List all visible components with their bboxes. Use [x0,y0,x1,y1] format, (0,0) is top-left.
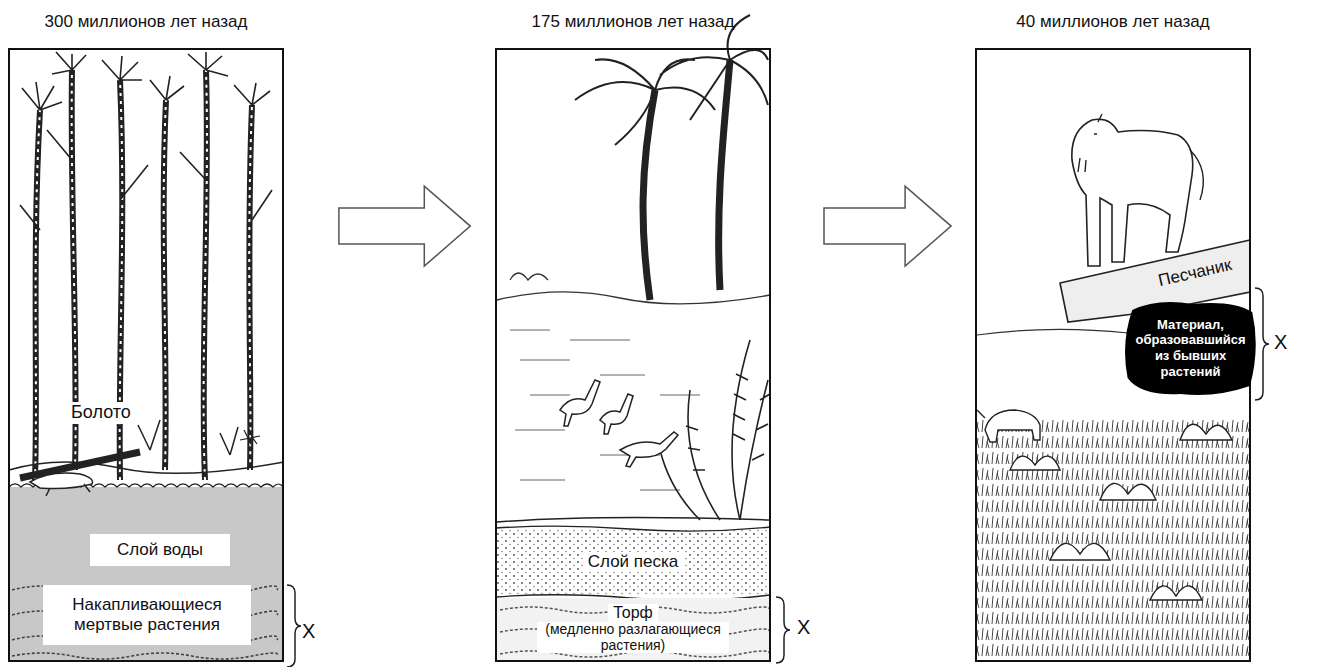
sand-layer: Слой песка [497,528,769,596]
sandstone-rock: Песчаник [1143,247,1247,299]
node-text: Песчаник [1156,255,1233,291]
node-text: 300 миллионов лет назад [0,12,312,32]
bracket-label: X [302,620,315,642]
node-text: Торф [608,604,657,622]
node-subtext: (медленно разлагающиеся растения) [537,622,729,653]
sand-texture [496,528,770,596]
node-text: Материал, образовавшийся из бывших расте… [1132,317,1249,379]
dead-plant-strata [12,586,278,659]
time-panel: 300 миллионов лет назадСлой водыНакаплив… [8,48,284,662]
ferns [660,340,770,520]
block-arrow [824,186,951,266]
water-layer [9,487,283,661]
dragonfly [240,429,260,446]
swamp-ground [9,420,284,473]
layer-label: Накапливающиеся мертвые растения [43,585,251,645]
horizon [977,329,1128,335]
shrubs [1010,424,1232,600]
ground-line [497,517,770,522]
water-lines [510,330,700,490]
bracket-label: X [797,616,810,638]
palm-fronds [575,15,768,145]
bracket [1255,288,1269,400]
node-text: 40 миллионов лет назад [947,12,1279,32]
block-arrow [339,186,470,266]
node-text: Слой воды [117,540,203,560]
grassland [976,420,1250,661]
sand-edges [496,526,770,600]
node-text: 175 миллионов лет назад [467,12,799,32]
cat-details [1078,114,1203,200]
node-text: Накапливающиеся мертвые растения [51,595,243,634]
tree-tufts [20,52,272,230]
peat-ground [496,598,770,661]
bracket [287,585,301,667]
bracket-label: X [1274,331,1287,353]
mesozoic-scene [496,15,770,661]
bracket [776,597,790,663]
tree-trunks [35,70,252,480]
swamp-scene [9,52,284,661]
scene-label: Болото [66,402,136,424]
palm-trunks [643,60,730,300]
coal-outline [1125,302,1256,395]
coal-deposit: Материал, образовавшийся из бывших расте… [1123,298,1258,398]
layer-label: Слой воды [90,534,230,566]
sabre-tooth-cat [1072,119,1193,266]
time-panel: 175 миллионов лет назадСлой пескаТорф(ме… [495,48,771,662]
amphibian [30,473,93,496]
trunk-texture [35,70,252,480]
peat-layer: Торф(медленно разлагающиеся растения) [497,597,769,660]
dinosaurs [560,380,678,467]
far-shore [497,273,770,304]
rhinoceros [977,410,1040,442]
cenozoic-scene [287,114,1269,667]
node-text: Слой песка [583,552,684,572]
time-panel: 40 миллионов лет назадПесчаникМатериал, … [975,48,1251,662]
